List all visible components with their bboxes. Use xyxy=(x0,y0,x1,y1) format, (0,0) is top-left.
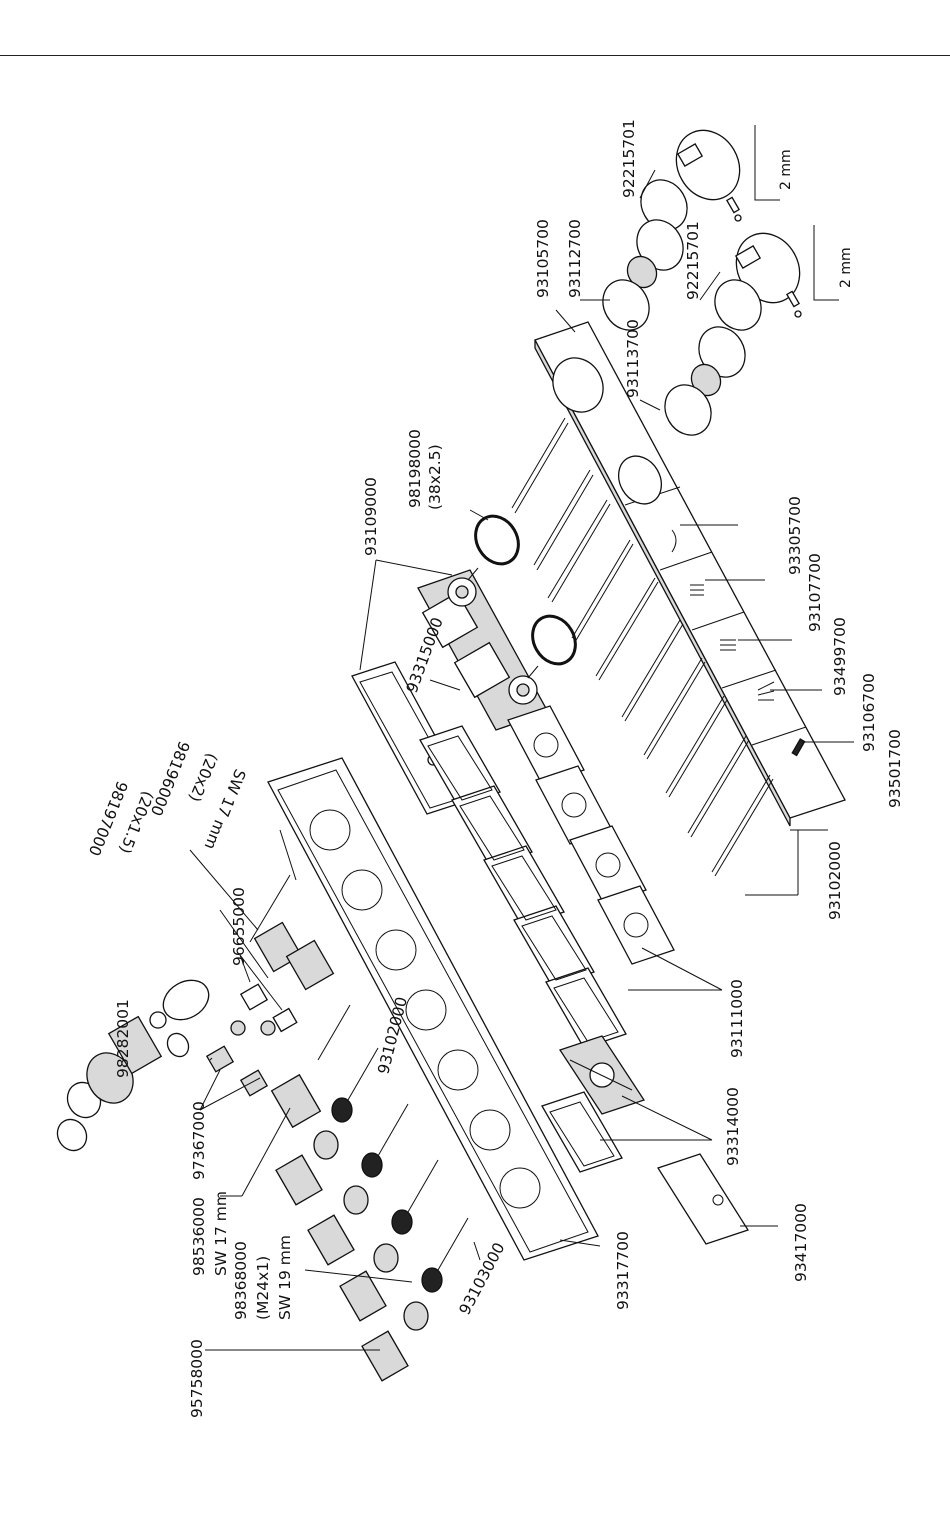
label-98196000: 98196000 xyxy=(147,739,193,819)
label-92215701-upper: 92215701 xyxy=(620,119,638,198)
label-98196000-size: (20x2) xyxy=(185,751,221,805)
label-93111000: 93111000 xyxy=(728,979,746,1058)
label-93103000: 93103000 xyxy=(456,1240,509,1318)
label-98198000: 98198000 xyxy=(406,429,424,508)
mounting-plate xyxy=(558,1035,646,1115)
leader-lines xyxy=(189,169,854,1351)
label-93106700: 93106700 xyxy=(860,673,878,752)
label-93107700: 93107700 xyxy=(806,553,824,632)
label-93305700: 93305700 xyxy=(786,496,804,575)
label-93417000: 93417000 xyxy=(792,1203,810,1282)
label-tool-upper: 2 mm xyxy=(778,149,794,190)
label-93317700: 93317700 xyxy=(614,1231,632,1310)
label-93112700: 93112700 xyxy=(566,219,584,298)
valve-module xyxy=(417,567,549,731)
cartridges-left xyxy=(56,874,469,1382)
mounting-screws xyxy=(511,417,774,877)
label-93113700: 93113700 xyxy=(624,319,642,398)
label-98536000: 98536000 xyxy=(190,1197,208,1276)
rail-frame xyxy=(267,757,599,1261)
label-96655000: 96655000 xyxy=(230,887,248,966)
label-93499700: 93499700 xyxy=(831,617,849,696)
label-93105700: 93105700 xyxy=(534,219,552,298)
label-93102000: 93102000 xyxy=(826,841,844,920)
label-93501700: 93501700 xyxy=(886,729,904,808)
label-93314000: 93314000 xyxy=(724,1087,742,1166)
cover-plate xyxy=(657,1153,749,1245)
label-93109000: 93109000 xyxy=(362,477,380,556)
knob-assembly-upper xyxy=(602,125,780,331)
header-rule xyxy=(0,55,950,56)
label-98282001: 98282001 xyxy=(114,999,132,1078)
label-92215701-lower: 92215701 xyxy=(684,221,702,300)
label-98536000-sw: SW 17 mm xyxy=(212,1191,230,1276)
knob-assembly-lower xyxy=(664,225,839,436)
label-98368000-thread: (M24x1) xyxy=(254,1256,272,1320)
label-95758000: 95758000 xyxy=(188,1339,206,1418)
label-97367000: 97367000 xyxy=(190,1101,208,1180)
faceplate-strip xyxy=(534,321,846,827)
label-98368000: 98368000 xyxy=(232,1241,250,1320)
label-98198000-size: (38x2.5) xyxy=(426,444,444,510)
label-98368000-sw: SW 19 mm xyxy=(276,1235,294,1320)
square-frames xyxy=(419,705,675,1173)
label-tool-lower: 2 mm xyxy=(838,247,854,288)
